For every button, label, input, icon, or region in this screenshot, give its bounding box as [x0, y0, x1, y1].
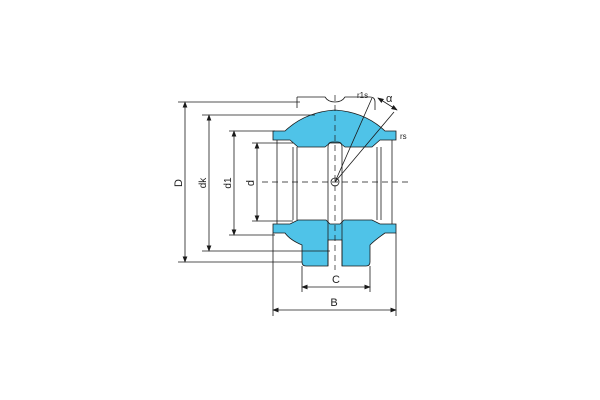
label-rs: rs [400, 132, 407, 141]
label-d1: d1 [223, 177, 234, 189]
label-alpha: α [386, 93, 393, 105]
label-D: D [173, 179, 185, 187]
label-B: B [330, 297, 337, 309]
outer-ring-bottom [272, 219, 397, 267]
label-dk: dk [198, 177, 209, 189]
label-C: C [332, 274, 340, 286]
label-d: d [245, 180, 257, 186]
outer-ring-top [272, 109, 397, 148]
label-r1s: r1s [357, 91, 368, 100]
